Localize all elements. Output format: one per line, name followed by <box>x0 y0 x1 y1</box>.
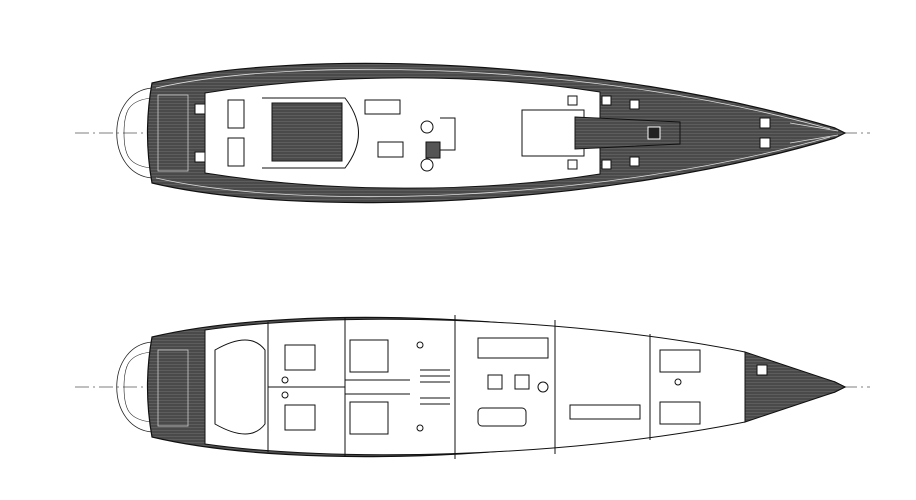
saloon-table <box>514 374 530 390</box>
foredeck-hatch-area <box>521 109 585 157</box>
cabin-berth-aft-port <box>284 344 316 371</box>
heads <box>281 341 682 432</box>
stair-post <box>420 120 434 134</box>
lazarette-hatch <box>157 349 189 427</box>
cabin-berth-stbd <box>349 401 389 435</box>
stair-post <box>420 158 434 172</box>
mast-post <box>537 381 549 393</box>
companionway-stairs <box>440 117 456 151</box>
mast-step <box>647 126 661 140</box>
companionway-hatch <box>425 141 441 159</box>
dining-table <box>477 407 527 427</box>
swim-platform-outline <box>116 341 153 433</box>
bow-pulpit <box>789 122 839 144</box>
companionway-stairs <box>420 369 450 405</box>
hull-rubrail <box>155 68 831 198</box>
swim-platform-step <box>123 97 153 169</box>
galley-counter <box>569 404 641 420</box>
helm-seat-port <box>227 99 245 129</box>
deck-hatches <box>194 95 771 170</box>
bulkheads <box>267 315 651 459</box>
forepeak-teak <box>744 351 847 423</box>
swim-platform-outline <box>116 87 153 179</box>
saloon-sofa <box>477 337 549 359</box>
saloon-table <box>487 374 503 390</box>
cabin-berth-port <box>349 339 389 373</box>
forepeak-hatch <box>756 364 768 376</box>
aft-cabin-berth <box>214 339 266 435</box>
skylight-house <box>574 116 681 150</box>
helm-seat-stbd <box>227 137 245 167</box>
cockpit-seating <box>262 97 359 169</box>
stern-locker <box>157 94 189 172</box>
saloon-table <box>377 141 404 158</box>
cabin-berth-aft-stbd <box>284 404 316 431</box>
swim-platform-step <box>123 351 153 423</box>
crew-berth <box>659 349 701 373</box>
deck-plan-view <box>75 62 870 204</box>
dining-table <box>364 99 401 115</box>
accommodation-plan-view <box>75 315 870 459</box>
crew-berth <box>659 401 701 425</box>
cockpit-table <box>271 102 343 162</box>
